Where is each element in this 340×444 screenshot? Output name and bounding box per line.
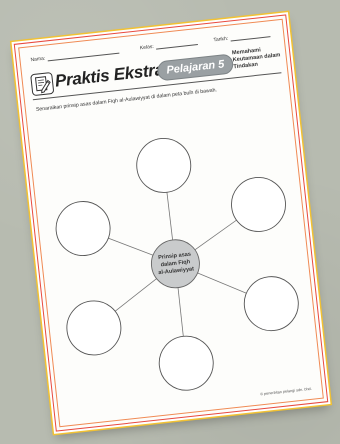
- center-label-line-1: Prinsip asas: [158, 252, 191, 262]
- answer-bubble-bottom[interactable]: [156, 333, 216, 393]
- date-label: Tarikh:: [213, 35, 229, 44]
- name-line: [47, 52, 120, 62]
- answer-bubble-upper-right[interactable]: [229, 175, 289, 235]
- class-line: [155, 44, 198, 50]
- name-field[interactable]: Nama:: [30, 48, 120, 64]
- date-field[interactable]: Tarikh:: [213, 31, 271, 44]
- bubble-map: Prinsip asas dalam Fiqh al-Aulawiyyat: [53, 136, 302, 393]
- answer-bubble-lower-left[interactable]: [64, 298, 124, 358]
- class-label: Kelas:: [139, 43, 155, 52]
- center-label-line-2: dalam Fiqh: [160, 259, 191, 268]
- lesson-subtitle: Memahami Keutamaan dalam Tindakan: [231, 47, 281, 71]
- pencil-paper-icon: [30, 71, 55, 97]
- answer-bubble-top[interactable]: [134, 136, 194, 196]
- name-label: Nama:: [30, 55, 46, 64]
- center-bubble: [150, 239, 200, 289]
- worksheet-page: Nama: Kelas: Tarikh: Praktis Ekstr: [13, 14, 329, 432]
- center-label-line-3: al-Aulawiyyat: [158, 266, 194, 276]
- lesson-badge: Pelajaran 5: [156, 53, 235, 82]
- answer-bubble-upper-left[interactable]: [53, 199, 113, 259]
- worksheet-header: Praktis Ekstra Pelajaran 5 Memahami Keut…: [30, 44, 282, 101]
- class-field[interactable]: Kelas:: [140, 39, 198, 51]
- answer-bubble-lower-right[interactable]: [242, 274, 302, 334]
- date-line: [230, 36, 271, 42]
